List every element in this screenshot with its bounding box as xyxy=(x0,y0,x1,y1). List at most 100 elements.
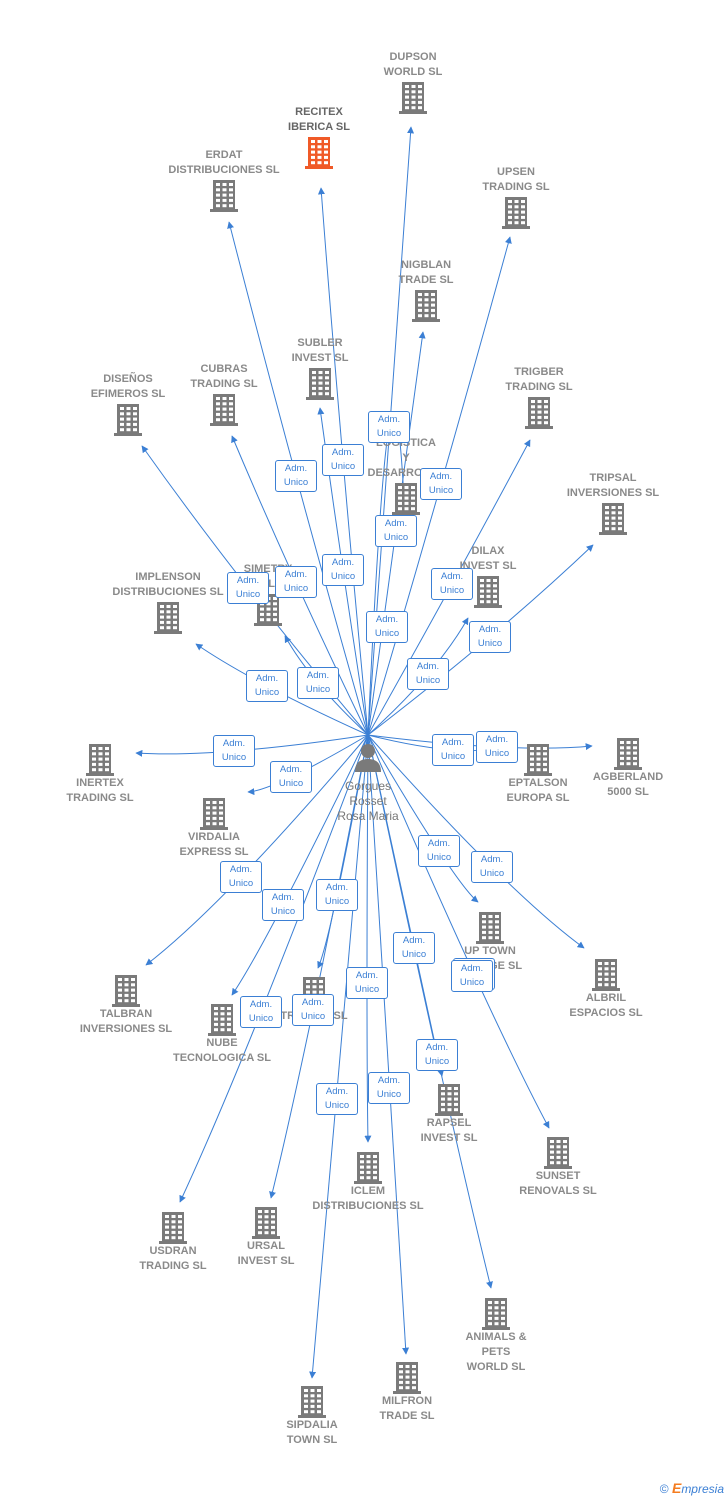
company-node-nube[interactable]: NUBE TECNOLOGICA SL xyxy=(152,1002,292,1066)
company-name: DISEÑOS EFIMEROS SL xyxy=(90,373,166,400)
building-icon xyxy=(86,744,114,776)
company-node-trigber[interactable]: TRIGBER TRADING SL xyxy=(469,365,609,429)
company-name: UPSEN TRADING SL xyxy=(482,166,550,193)
building-icon xyxy=(210,394,238,426)
company-node-usdran[interactable]: USDRAN TRADING SL xyxy=(103,1210,243,1274)
role-badge: Adm. Unico xyxy=(316,879,358,911)
role-badge: Adm. Unico xyxy=(275,460,317,492)
company-node-ursal[interactable]: URSAL INVEST SL xyxy=(196,1205,336,1269)
company-name: INERTEX TRADING SL xyxy=(66,777,134,804)
brand-logo-text: mpresia xyxy=(681,1482,724,1496)
building-icon xyxy=(435,1084,463,1116)
building-icon xyxy=(354,1152,382,1184)
company-node-iclem[interactable]: ICLEM DISTRIBUCIONES SL xyxy=(298,1150,438,1214)
company-name: TRIGBER TRADING SL xyxy=(505,366,573,393)
company-name: ERDAT DISTRIBUCIONES SL xyxy=(168,149,280,176)
company-node-dupson[interactable]: DUPSON WORLD SL xyxy=(343,50,483,114)
company-node-subler[interactable]: SUBLER INVEST SL xyxy=(250,336,390,400)
role-badge: Adm. Unico xyxy=(469,621,511,653)
building-icon xyxy=(412,290,440,322)
role-badge: Adm. Unico xyxy=(316,1083,358,1115)
role-badge: Adm. Unico xyxy=(322,444,364,476)
company-node-dilax[interactable]: DILAX INVEST SL xyxy=(418,544,558,608)
company-node-agberland[interactable]: AGBERLAND 5000 SL xyxy=(558,736,698,800)
company-name: TALBRAN INVERSIONES SL xyxy=(79,1008,173,1035)
company-name: RECITEX IBERICA SL xyxy=(288,106,350,133)
company-node-animals[interactable]: ANIMALS & PETS WORLD SL xyxy=(426,1296,566,1375)
company-node-milfron[interactable]: MILFRON TRADE SL xyxy=(337,1360,477,1424)
building-icon xyxy=(524,744,552,776)
company-node-talbran[interactable]: TALBRAN INVERSIONES SL xyxy=(56,973,196,1037)
building-icon xyxy=(306,368,334,400)
role-badge: Adm. Unico xyxy=(368,1072,410,1104)
company-node-recitex[interactable]: RECITEX IBERICA SL xyxy=(249,105,389,169)
company-node-disenos[interactable]: DISEÑOS EFIMEROS SL xyxy=(58,372,198,436)
building-icon xyxy=(305,137,333,169)
role-badge: Adm. Unico xyxy=(275,566,317,598)
role-badge: Adm. Unico xyxy=(220,861,262,893)
role-badge: Adm. Unico xyxy=(292,994,334,1026)
role-badge: Adm. Unico xyxy=(416,1039,458,1071)
role-badge: Adm. Unico xyxy=(420,468,462,500)
company-node-upsen[interactable]: UPSEN TRADING SL xyxy=(446,165,586,229)
building-icon xyxy=(392,483,420,515)
company-name: VIRDALIA EXPRESS SL xyxy=(179,831,249,858)
company-name: DILAX INVEST SL xyxy=(459,545,517,572)
building-icon xyxy=(474,576,502,608)
role-badge: Adm. Unico xyxy=(471,851,513,883)
person-icon xyxy=(355,744,381,772)
building-icon xyxy=(399,82,427,114)
building-icon xyxy=(599,503,627,535)
company-node-nigblan[interactable]: NIGBLAN TRADE SL xyxy=(356,258,496,322)
company-node-sunset[interactable]: SUNSET RENOVALS SL xyxy=(488,1135,628,1199)
company-node-eptalson[interactable]: EPTALSON EUROPA SL xyxy=(468,742,608,806)
company-name: MILFRON TRADE SL xyxy=(379,1395,435,1422)
building-icon xyxy=(208,1004,236,1036)
role-badge: Adm. Unico xyxy=(366,611,408,643)
company-name: SUNSET RENOVALS SL xyxy=(519,1170,597,1197)
building-icon xyxy=(114,404,142,436)
building-icon xyxy=(525,397,553,429)
company-node-rapsel[interactable]: RAPSEL INVEST SL xyxy=(379,1082,519,1146)
building-icon xyxy=(298,1386,326,1418)
building-icon xyxy=(154,602,182,634)
company-node-erdat[interactable]: ERDAT DISTRIBUCIONES SL xyxy=(154,148,294,212)
company-name: IMPLENSON DISTRIBUCIONES SL xyxy=(112,571,224,598)
company-name: SIPDALIA TOWN SL xyxy=(286,1419,338,1446)
company-name: USDRAN TRADING SL xyxy=(139,1245,207,1272)
role-badge: Adm. Unico xyxy=(322,554,364,586)
role-badge: Adm. Unico xyxy=(393,932,435,964)
company-name: NIGBLAN TRADE SL xyxy=(398,259,454,286)
company-node-inertex[interactable]: INERTEX TRADING SL xyxy=(30,742,170,806)
role-badge: Adm. Unico xyxy=(270,761,312,793)
company-node-albril[interactable]: ALBRIL ESPACIOS SL xyxy=(536,957,676,1021)
company-name: DUPSON WORLD SL xyxy=(383,51,443,78)
role-badge: Adm. Unico xyxy=(451,960,493,992)
company-name: TRIPSAL INVERSIONES SL xyxy=(566,472,660,499)
company-node-tripsal[interactable]: TRIPSAL INVERSIONES SL xyxy=(543,471,683,535)
role-badge: Adm. Unico xyxy=(240,996,282,1028)
role-badge: Adm. Unico xyxy=(418,835,460,867)
building-icon xyxy=(482,1298,510,1330)
role-badge: Adm. Unico xyxy=(246,670,288,702)
company-node-implenson[interactable]: IMPLENSON DISTRIBUCIONES SL xyxy=(98,570,238,634)
company-name: AGBERLAND 5000 SL xyxy=(592,771,664,798)
role-badge: Adm. Unico xyxy=(432,734,474,766)
company-name: URSAL INVEST SL xyxy=(237,1240,295,1267)
building-icon xyxy=(159,1212,187,1244)
company-node-cubras[interactable]: CUBRAS TRADING SL xyxy=(154,362,294,426)
company-name: ANIMALS & PETS WORLD SL xyxy=(465,1331,527,1373)
company-name: SUBLER INVEST SL xyxy=(291,337,349,364)
footer-brand: © Empresia xyxy=(660,1480,724,1496)
brand-logo-initial: E xyxy=(671,1480,682,1496)
company-node-virdalia[interactable]: VIRDALIA EXPRESS SL xyxy=(144,796,284,860)
role-badge: Adm. Unico xyxy=(227,572,269,604)
building-icon xyxy=(393,1362,421,1394)
person-node[interactable]: Gorgues Rosset Rosa Maria xyxy=(298,740,438,824)
company-name: ALBRIL ESPACIOS SL xyxy=(569,992,643,1019)
role-badge: Adm. Unico xyxy=(407,658,449,690)
role-badge: Adm. Unico xyxy=(431,568,473,600)
company-node-sipdalia[interactable]: SIPDALIA TOWN SL xyxy=(242,1384,382,1448)
role-badge: Adm. Unico xyxy=(368,411,410,443)
